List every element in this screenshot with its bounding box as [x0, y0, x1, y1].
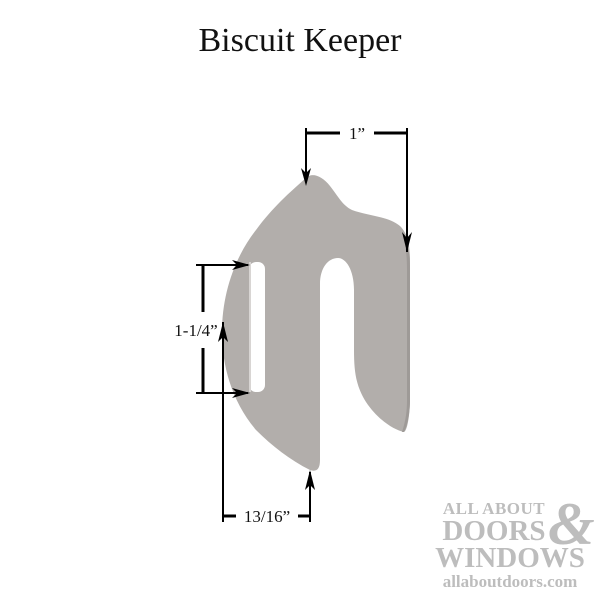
logo-line-windows: WINDOWS — [435, 542, 585, 574]
logo-url: allaboutdoors.com — [442, 572, 578, 591]
logo-line-doors: DOORS — [442, 515, 546, 547]
dimension-label-slot: 1-1/4” — [174, 321, 217, 340]
dimension-bottom-offset: 13/16” — [218, 322, 315, 526]
page-title: Biscuit Keeper — [198, 22, 402, 59]
part-slot — [249, 262, 265, 392]
dimension-label-width: 1” — [349, 124, 365, 143]
dimension-width-top: 1” — [301, 124, 412, 252]
biscuit-keeper-part — [222, 175, 410, 471]
dimension-slot-height: 1-1/4” — [174, 260, 250, 398]
logo-line-all-about: ALL ABOUT — [442, 499, 546, 518]
part-body — [222, 175, 410, 471]
brand-logo: & ALL ABOUT DOORS WINDOWS allaboutdoors.… — [420, 494, 600, 592]
logo-ampersand: & — [548, 491, 595, 557]
dimension-label-bottom: 13/16” — [244, 507, 290, 526]
